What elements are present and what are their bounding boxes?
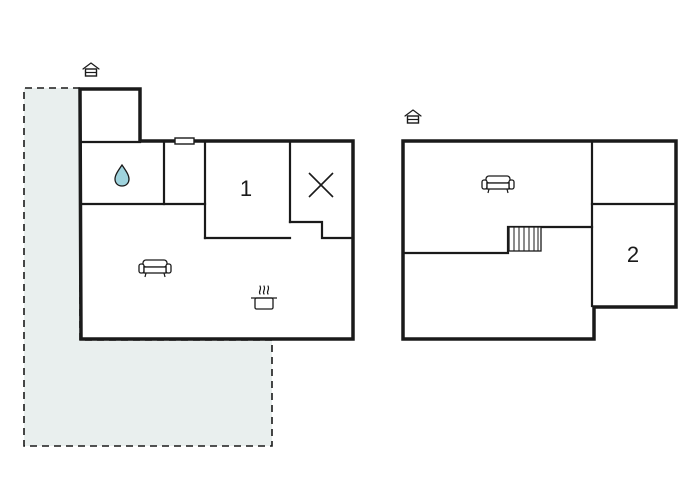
cooking-pot-icon	[251, 285, 277, 310]
water-drop-icon	[114, 163, 130, 187]
ground-floor-plan: 1	[78, 62, 355, 341]
sofa-icon	[481, 175, 515, 194]
room-1-label: 1	[240, 176, 252, 201]
cross-icon	[308, 172, 334, 198]
upper-floor-outer-wall	[401, 139, 678, 341]
wall-segment	[402, 225, 594, 255]
sofa-icon	[138, 259, 172, 278]
entrance-icon	[404, 109, 422, 124]
stairs-icon	[508, 226, 542, 252]
upper-floor-plan: 2	[401, 109, 678, 341]
entrance-icon	[82, 62, 100, 77]
room-2-label: 2	[627, 242, 639, 267]
ground-floor-outer-wall	[78, 87, 355, 341]
window-mark	[174, 137, 195, 145]
wall-segment	[288, 220, 355, 240]
